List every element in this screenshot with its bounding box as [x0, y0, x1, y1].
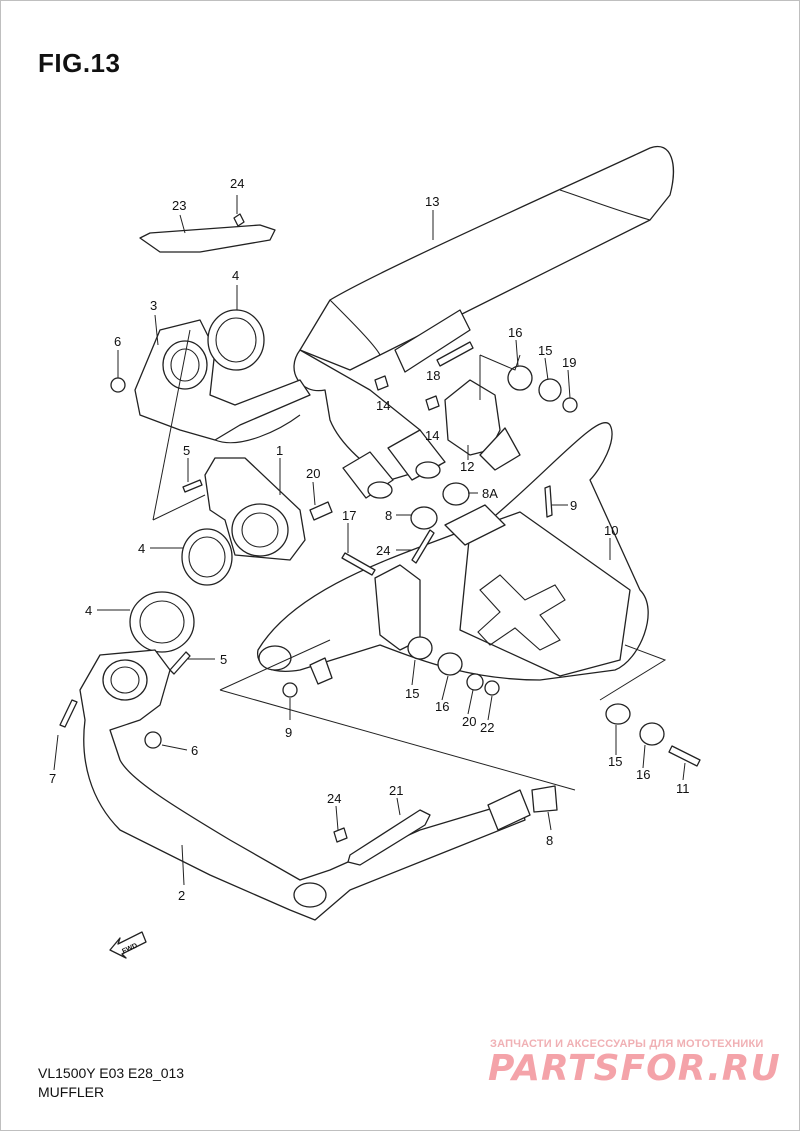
callout-8-low: 8 — [546, 833, 553, 848]
callout-21: 20 — [306, 466, 320, 481]
callout-12: 12 — [460, 459, 474, 474]
part-11-upper-muffler[interactable] — [293, 145, 674, 499]
callout-19: 18 — [426, 368, 440, 383]
part-4-gasket-upper[interactable] — [207, 309, 265, 371]
callout-7: 7 — [49, 771, 56, 786]
callout-2: 2 — [178, 888, 185, 903]
callout-6-top: 6 — [114, 334, 121, 349]
part-4-gasket-lower[interactable] — [129, 591, 195, 653]
callout-13: 11 — [676, 781, 690, 796]
callout-17: 17 — [342, 508, 356, 523]
figure-title: FIG.13 — [38, 48, 121, 78]
callout-24-low: 24 — [327, 791, 341, 806]
model-code: VL1500Y E03 E28_013 — [38, 1065, 185, 1081]
callout-24-mid: 24 — [376, 543, 390, 558]
part-4-gasket-middle[interactable] — [181, 528, 233, 586]
callout-3: 3 — [150, 298, 157, 313]
callout-4-mid: 4 — [138, 541, 145, 556]
callout-24-top: 24 — [230, 176, 244, 191]
callout-22: 21 — [389, 783, 403, 798]
callout-11: 13 — [425, 194, 439, 209]
watermark-logo: PARTSFOR.RU — [488, 1048, 781, 1089]
part-22-bracket[interactable] — [347, 809, 431, 866]
fwd-arrow-icon: FWD — [109, 931, 147, 959]
part-3-upper-exhaust-pipe[interactable] — [134, 319, 311, 444]
callout-15-top: 15 — [538, 343, 552, 358]
callout-6-low: 6 — [191, 743, 198, 758]
callout-8-mid: 8 — [385, 508, 392, 523]
callout-9-low: 9 — [285, 725, 292, 740]
callout-4-low: 4 — [85, 603, 92, 618]
callout-8a: 8A — [482, 486, 498, 501]
callout-5-top: 5 — [183, 443, 190, 458]
callout-14-b: 14 — [425, 428, 439, 443]
callout-18: 20 — [462, 714, 476, 729]
callout-15-low: 15 — [608, 754, 622, 769]
callout-4-top: 4 — [232, 268, 239, 283]
callout-10: 10 — [604, 523, 618, 538]
callout-leaders — [53, 195, 686, 886]
callout-16-low: 16 — [636, 767, 650, 782]
part-23-bracket[interactable] — [139, 224, 276, 253]
callout-16-mid: 16 — [435, 699, 449, 714]
assembly-reference-lines — [152, 329, 667, 791]
callout-16-top: 16 — [508, 325, 522, 340]
hardware-small-parts — [59, 213, 701, 843]
part-1-exhaust-joint[interactable] — [204, 457, 306, 561]
part-2-lower-exhaust-pipe[interactable] — [79, 649, 531, 921]
callout-20-mid: 22 — [480, 720, 494, 735]
callout-23: 23 — [172, 198, 186, 213]
callout-1: 1 — [276, 443, 283, 458]
callout-20-top: 19 — [562, 355, 576, 370]
section-name: MUFFLER — [38, 1084, 105, 1100]
part-10-lower-muffler[interactable] — [257, 422, 649, 685]
callout-5-low: 5 — [220, 652, 227, 667]
callout-15-mid: 15 — [405, 686, 419, 701]
callout-14-a: 14 — [376, 398, 390, 413]
callout-labels: 24 23 4 3 6 13 16 15 19 18 14 14 12 5 1 … — [49, 176, 690, 903]
watermark-tagline: ЗАПЧАСТИ И АКСЕССУАРЫ ДЛЯ МОТОТЕХНИКИ — [490, 1038, 764, 1050]
part-12-bracket[interactable] — [444, 379, 521, 471]
callout-9-right: 9 — [570, 498, 577, 513]
